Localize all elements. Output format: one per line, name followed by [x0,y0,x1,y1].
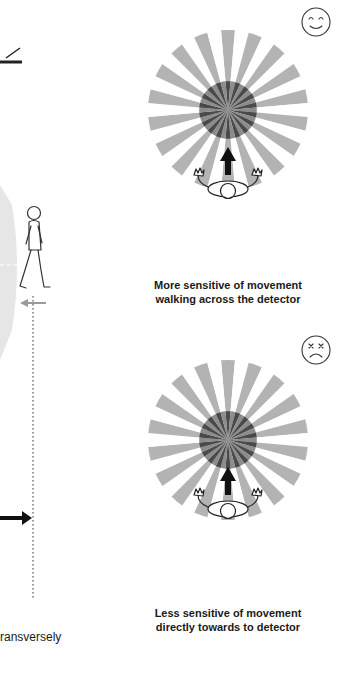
detection-pattern-top [148,30,308,190]
caption-label: More sensitive of movement walking acros… [143,278,313,306]
approach-arrow [0,511,32,525]
cropped-label: ransversely [0,630,61,644]
cone-axis [0,264,20,265]
happy-face-icon [302,8,330,36]
detection-cone [0,185,17,360]
side-view-fragment [0,48,50,598]
detector-edge [6,48,20,58]
detection-pattern-bottom [148,360,308,520]
walking-person [20,207,50,289]
sad-face-icon [302,336,330,364]
caption-label: Less sensitive of movement directly towa… [143,606,313,634]
person-top-view [194,467,262,519]
ceiling-line [0,61,22,64]
person-top-view [194,147,262,199]
dotted-guide [33,296,34,598]
